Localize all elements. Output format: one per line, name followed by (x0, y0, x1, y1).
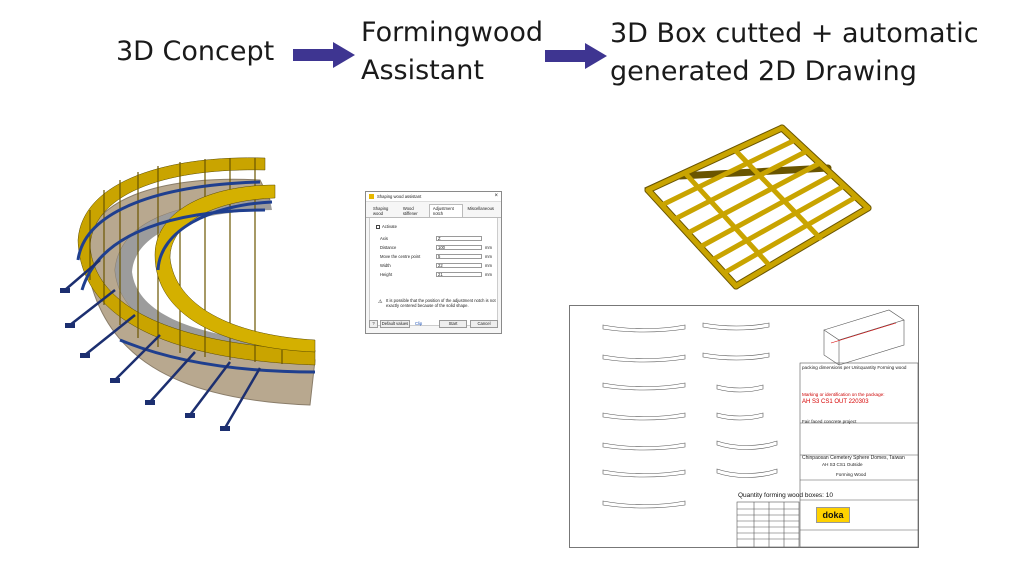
unit-label: mm (485, 263, 492, 268)
tab-shaping-wood[interactable]: Shaping wood (373, 206, 389, 216)
width-row: Width 22 mm (380, 263, 492, 268)
quantity-title: Quantity forming wood boxes: 10 (738, 492, 834, 499)
activate-label: Activate (382, 224, 397, 229)
project-subtitle: AH S3 CS1 Outside (822, 462, 863, 467)
axis-row: Axis Z (380, 236, 482, 241)
wood-box-3d-render (644, 124, 872, 290)
formwork-3d-render (60, 157, 316, 431)
arrow-right-icon (545, 43, 607, 69)
unit-label: mm (485, 272, 492, 277)
unit-label: mm (485, 254, 492, 259)
close-icon[interactable]: × (494, 193, 498, 199)
tab-adjustment-notch[interactable]: Adjustment notch (428, 204, 464, 217)
drawing-views (602, 309, 919, 548)
heading-2d-drawing: generated 2D Drawing (610, 56, 917, 87)
shaping-wood-dialog: Shaping wood assistant × Shaping wood Wo… (365, 191, 502, 334)
distance-row: Distance 100 mm (380, 245, 492, 250)
activate-checkbox[interactable]: Activate (376, 224, 397, 229)
cancel-button[interactable]: Cancel (470, 320, 498, 328)
clip-link[interactable]: Clip (415, 321, 423, 326)
arrow-right-icon (293, 42, 355, 68)
centre-input[interactable]: 5 (436, 254, 482, 259)
field-label: Height (380, 272, 393, 277)
quantity-forming-wood: quantity Forming wood (860, 365, 907, 370)
tab-wood-stiffener[interactable]: Wood stiffener (402, 206, 418, 216)
concrete-project: Fair faced concrete project (802, 419, 857, 424)
default-values-button[interactable]: Default values (380, 320, 410, 328)
checkbox-icon (376, 224, 380, 229)
start-button[interactable]: Start (439, 320, 467, 328)
doka-logo: doka (816, 507, 850, 523)
marking-label: Marking or identification on the package… (802, 392, 885, 397)
height-input[interactable]: 21 (436, 272, 482, 277)
heading-3d-concept: 3D Concept (116, 36, 275, 67)
dialog-titlebar: Shaping wood assistant × (366, 192, 501, 202)
forming-wood-label: Forming Wood (836, 472, 867, 477)
axis-select[interactable]: Z (436, 236, 482, 241)
heading-3d-box: 3D Box cutted + automatic (610, 18, 979, 49)
field-label: Move the centre point (380, 254, 421, 259)
distance-input[interactable]: 100 (436, 245, 482, 250)
width-input[interactable]: 22 (436, 263, 482, 268)
project-title: Chinpaosan Cemetery Sphere Domes, Taiwan (802, 455, 905, 461)
field-label: Axis (380, 236, 388, 241)
field-label: Width (380, 263, 391, 268)
dialog-buttons: ? Default values Clip Start Cancel (369, 320, 498, 331)
tab-miscellaneous[interactable]: Miscellaneous (467, 206, 494, 211)
packing-dimensions: packing dimensions per Unit (802, 365, 860, 370)
help-icon[interactable]: ? (369, 320, 378, 328)
info-icon: ⚠ (378, 299, 383, 305)
marking-value: AH S3 CS1 OUT 220303 (802, 399, 869, 405)
dialog-body: Activate Axis Z Distance 100 mm Move the… (369, 218, 498, 326)
field-label: Distance (380, 245, 397, 250)
app-icon (369, 194, 374, 199)
centre-row: Move the centre point 5 mm (380, 254, 492, 259)
dialog-tabs: Shaping wood Wood stiffener Adjustment n… (366, 202, 501, 218)
unit-label: mm (485, 245, 492, 250)
timber-planks (77, 157, 316, 366)
dialog-note: It is possible that the position of the … (386, 298, 496, 308)
heading-formingwood: Formingwood (361, 17, 544, 48)
height-row: Height 21 mm (380, 272, 492, 277)
dialog-title: Shaping wood assistant (377, 194, 422, 199)
heading-assistant: Assistant (361, 55, 485, 86)
